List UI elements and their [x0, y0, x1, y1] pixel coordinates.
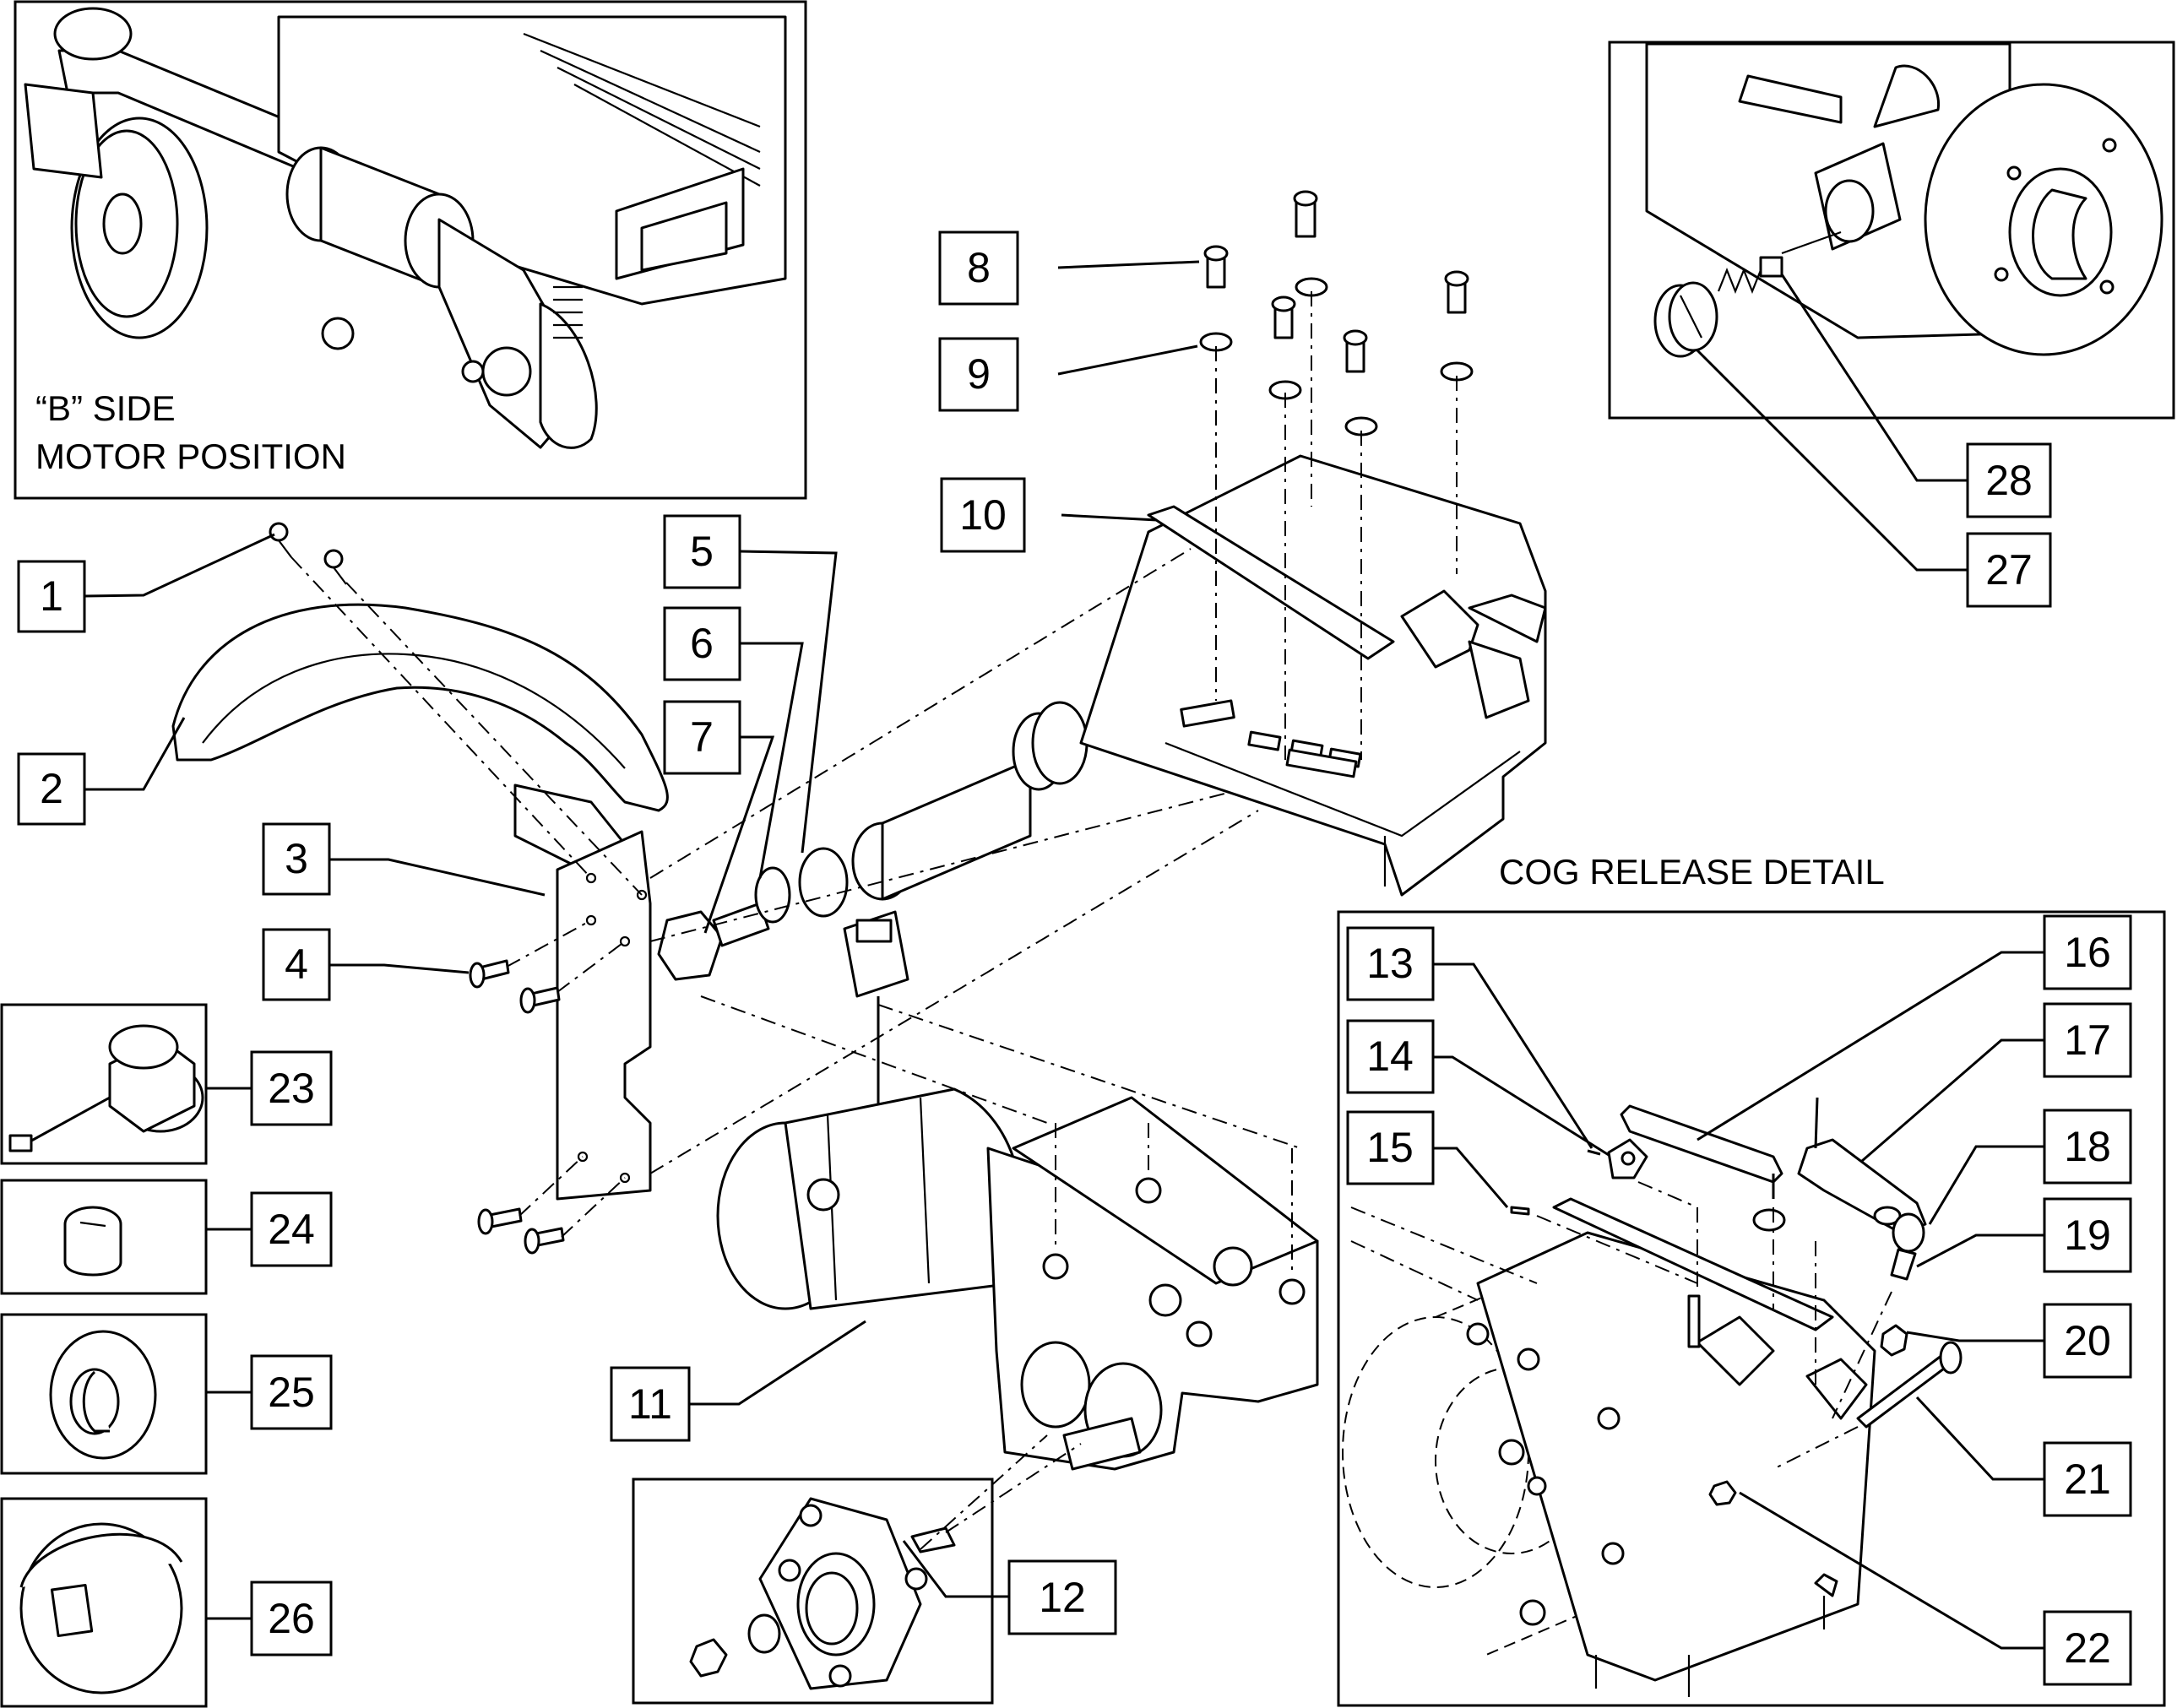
svg-text:14: 14	[1366, 1033, 1414, 1080]
inset-brush-cap-detail	[1608, 41, 2175, 420]
svg-text:9: 9	[967, 350, 991, 398]
svg-text:16: 16	[2064, 929, 2111, 976]
motor-end-illustration	[1645, 42, 2163, 356]
svg-text:25: 25	[268, 1369, 315, 1416]
svg-text:1: 1	[40, 572, 63, 620]
svg-text:10: 10	[959, 491, 1007, 539]
brush-spring	[1717, 230, 1842, 294]
box-26-motor-cover	[0, 1497, 208, 1708]
svg-text:3: 3	[285, 835, 308, 882]
svg-text:6: 6	[690, 620, 714, 667]
leader-lines	[84, 260, 2044, 1650]
callout-19: 19	[2043, 1197, 2132, 1273]
callout-11: 11	[610, 1366, 691, 1442]
svg-text:19: 19	[2064, 1212, 2111, 1259]
callout-15: 15	[1346, 1110, 1435, 1185]
svg-text:13: 13	[1366, 940, 1414, 987]
svg-text:5: 5	[690, 528, 714, 575]
svg-text:4: 4	[285, 941, 308, 988]
svg-text:27: 27	[1985, 546, 2033, 594]
svg-text:18: 18	[2064, 1123, 2111, 1170]
bracket-bolts-and-washers	[1199, 190, 1474, 436]
inset-label-line1: “B” SIDE	[35, 388, 176, 428]
svg-text:28: 28	[1985, 457, 2033, 504]
plate-screws	[469, 959, 565, 1255]
callout-6: 6	[663, 606, 741, 681]
main-exploded-view	[171, 190, 1547, 1705]
svg-text:2: 2	[40, 765, 63, 812]
svg-text:8: 8	[967, 244, 991, 291]
callout-8: 8	[938, 230, 1019, 306]
callout-17: 17	[2043, 1002, 2132, 1078]
motor-connector	[843, 910, 909, 1131]
inset-label-line2: MOTOR POSITION	[35, 436, 346, 476]
callout-14: 14	[1346, 1019, 1435, 1094]
callout-5: 5	[663, 514, 741, 589]
callout-20: 20	[2043, 1303, 2132, 1379]
callout-12: 12	[1007, 1559, 1117, 1635]
assembly-lines	[290, 291, 1458, 1550]
svg-text:17: 17	[2064, 1017, 2111, 1064]
motor-mount-plate	[556, 830, 652, 1201]
cog-release-title: COG RELEASE DETAIL	[1499, 852, 1885, 892]
fender	[171, 603, 669, 871]
callout-26: 26	[250, 1581, 333, 1656]
fender-screws	[269, 522, 347, 585]
callout-10: 10	[940, 477, 1026, 553]
svg-text:20: 20	[2064, 1317, 2111, 1364]
svg-text:26: 26	[268, 1595, 315, 1642]
box-25-end-cover	[0, 1313, 208, 1475]
frame-bracket	[1079, 454, 1547, 897]
svg-text:7: 7	[690, 713, 714, 761]
cog-release-illustration	[1342, 1097, 1963, 1697]
brush-cap	[1653, 281, 1718, 358]
svg-text:23: 23	[268, 1065, 315, 1112]
box-23-encoder	[0, 1003, 208, 1165]
callout-9: 9	[938, 337, 1019, 412]
callout-2: 2	[17, 752, 86, 826]
svg-text:12: 12	[1039, 1574, 1086, 1621]
b-side-drive-illustration	[24, 7, 787, 449]
callout-22: 22	[2043, 1610, 2132, 1686]
callout-16: 16	[2043, 914, 2132, 990]
cog-release-detail: COG RELEASE DETAIL	[1337, 852, 2166, 1707]
callout-3: 3	[262, 822, 331, 896]
hub-assembly-box	[632, 1478, 994, 1705]
motor-gearbox	[716, 1087, 1319, 1471]
svg-text:24: 24	[268, 1206, 315, 1253]
svg-text:22: 22	[2064, 1624, 2111, 1672]
callout-28: 28	[1966, 442, 2052, 518]
svg-text:15: 15	[1366, 1124, 1414, 1171]
inset-b-side-motor-position: “B” SIDE MOTOR POSITION	[14, 0, 807, 500]
callout-27: 27	[1966, 532, 2052, 608]
svg-text:11: 11	[628, 1380, 672, 1428]
callout-13: 13	[1346, 926, 1435, 1001]
callout-18: 18	[2043, 1109, 2132, 1185]
callout-21: 21	[2043, 1441, 2132, 1517]
callout-4: 4	[262, 928, 331, 1001]
callout-7: 7	[663, 700, 741, 775]
callout-24: 24	[250, 1191, 333, 1267]
callout-23: 23	[250, 1050, 333, 1126]
svg-text:21: 21	[2064, 1456, 2111, 1503]
callout-1: 1	[17, 560, 86, 633]
callout-25: 25	[250, 1354, 333, 1430]
box-24-cap	[0, 1179, 208, 1295]
